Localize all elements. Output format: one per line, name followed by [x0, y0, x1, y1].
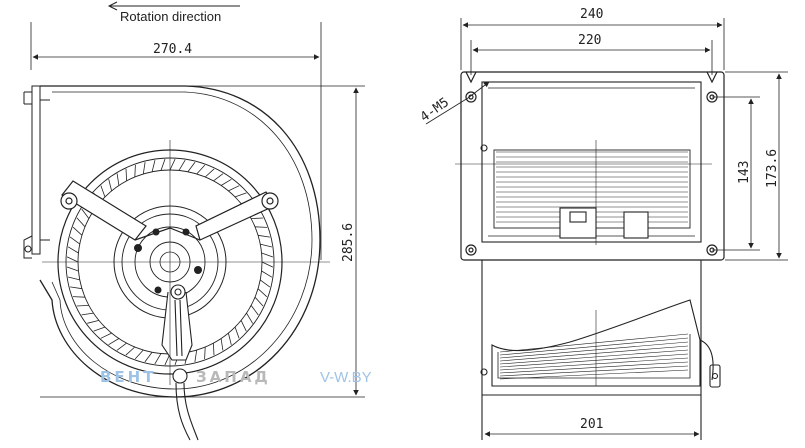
centerlines [42, 140, 330, 385]
dim-label-220: 220 [578, 33, 601, 48]
mounting-flange [23, 85, 50, 259]
watermark-brand-part1: ВЕНТ [100, 368, 156, 386]
dimension-173-6 [725, 71, 788, 261]
dimension-240 [460, 18, 725, 70]
side-flange-plate [460, 71, 725, 261]
impeller-blades [66, 158, 274, 366]
dimension-143 [712, 96, 760, 251]
dim-label-285-6: 285.6 [341, 223, 356, 262]
dim-label-270-4: 270.4 [153, 42, 192, 57]
dim-label-173-6: 173.6 [765, 149, 780, 188]
rotation-direction-arrow [107, 1, 240, 11]
watermark-brand-part2: ЗАПАД [196, 368, 271, 386]
support-bracket [60, 180, 279, 241]
side-body [480, 260, 721, 440]
outlet-housing [455, 81, 712, 245]
screw-spec-label: 4-M5 [418, 95, 452, 125]
front-view [23, 1, 365, 441]
dim-label-143: 143 [737, 161, 752, 184]
dim-label-240: 240 [580, 7, 603, 22]
rotation-direction-label: Rotation direction [120, 9, 221, 24]
dimension-270-4 [30, 22, 322, 260]
dimension-220 [470, 40, 713, 75]
power-cable [161, 284, 199, 441]
dim-label-201: 201 [580, 417, 603, 432]
scroll-housing [39, 85, 321, 398]
dimension-285-6 [40, 85, 365, 398]
impeller-grille-lower [499, 333, 689, 380]
watermark-site: V-W.BY [320, 369, 372, 386]
side-view [425, 18, 788, 440]
